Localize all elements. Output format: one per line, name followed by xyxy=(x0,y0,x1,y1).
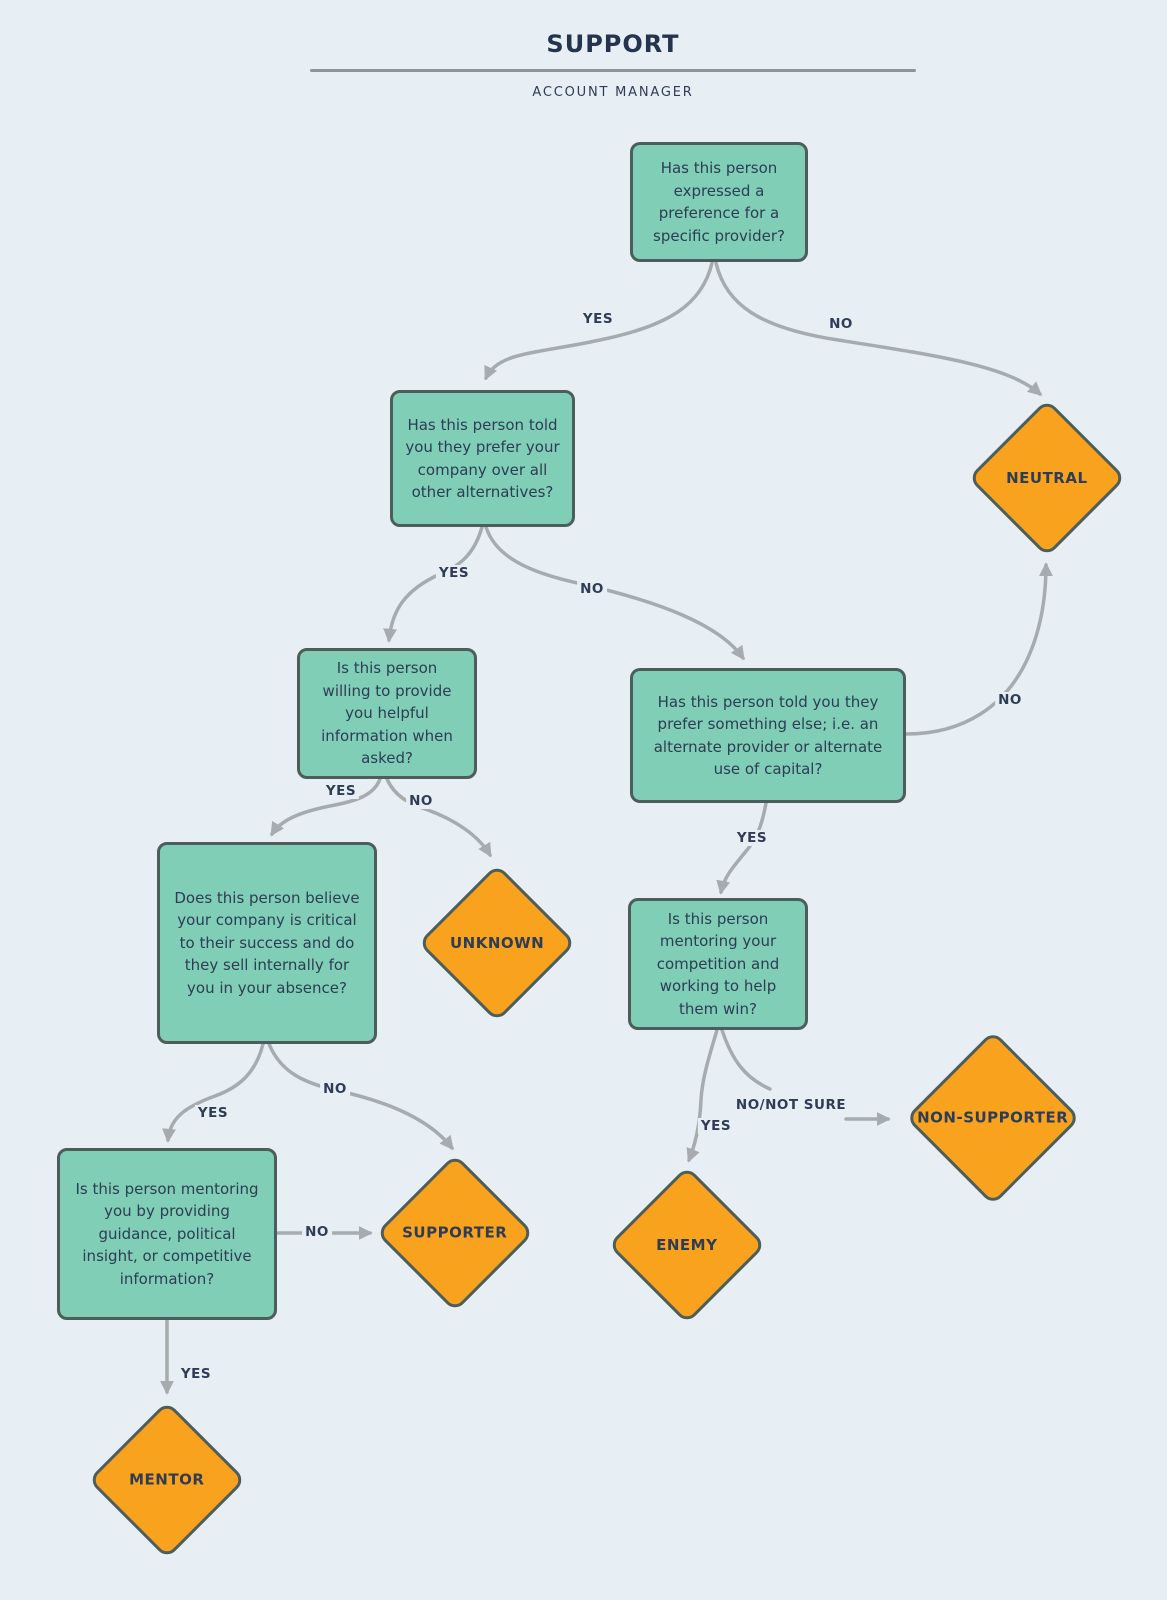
edge-prefer-else-yes-arrow xyxy=(716,801,768,895)
edge-helpful-info-no-arrow xyxy=(385,777,492,858)
question-node-mentoring-competition: Is this person mentoring your competitio… xyxy=(628,898,808,1030)
edge-label-preference-no: NO xyxy=(826,316,856,332)
question-node-helpful-info: Is this person willing to provide you he… xyxy=(297,648,477,779)
question-text: Does this person believe your company is… xyxy=(174,888,360,997)
edge-preference-yes-arrow xyxy=(484,261,714,381)
chart-header: SUPPORT ACCOUNT MANAGER xyxy=(310,30,916,100)
edge-prefer-else-no-arrow xyxy=(904,562,1053,736)
edge-label-critical-success-no: NO xyxy=(320,1081,350,1097)
question-text: Is this person mentoring your competitio… xyxy=(656,909,780,1018)
edge-mentoring-competition-no-curve xyxy=(720,1028,772,1091)
edge-label-prefer-company-no: NO xyxy=(577,581,607,597)
edge-helpful-info-yes-arrow xyxy=(270,777,382,837)
edge-label-prefer-else-yes: YES xyxy=(733,830,771,846)
edge-label-mentoring-you-no: NO xyxy=(302,1224,332,1240)
question-node-preference: Has this person expressed a preference f… xyxy=(630,142,808,262)
title-divider xyxy=(310,69,916,72)
edge-label-prefer-company-yes: YES xyxy=(435,565,473,581)
edge-label-mentoring-competition-yes: YES xyxy=(697,1118,735,1134)
edge-critical-success-no-arrow xyxy=(267,1042,454,1151)
outcome-label: ENEMY xyxy=(656,1236,718,1254)
question-node-critical-success: Does this person believe your company is… xyxy=(157,842,377,1044)
edge-prefer-company-no-arrow xyxy=(484,525,745,661)
outcome-label: SUPPORTER xyxy=(402,1223,508,1242)
page-title: SUPPORT xyxy=(546,30,680,58)
edge-label-helpful-info-no: NO xyxy=(406,793,436,809)
edge-critical-success-yes-arrow xyxy=(162,1042,265,1143)
outcome-label: NEUTRAL xyxy=(1006,469,1088,487)
edge-mentoring-competition-yes-arrow xyxy=(686,1028,719,1163)
edge-label-mentoring-competition-no: NO/NOT SURE xyxy=(732,1097,850,1113)
question-text: Is this person mentoring you by providin… xyxy=(75,1179,259,1288)
question-node-prefer-else: Has this person told you they prefer som… xyxy=(630,668,906,803)
edge-label-helpful-info-yes: YES xyxy=(322,783,360,799)
question-node-prefer-company: Has this person told you they prefer you… xyxy=(390,390,575,527)
question-node-mentoring-you: Is this person mentoring you by providin… xyxy=(57,1148,277,1320)
question-text: Has this person told you they prefer som… xyxy=(653,692,883,779)
outcome-label: MENTOR xyxy=(129,1470,205,1489)
question-text: Has this person told you they prefer you… xyxy=(405,415,560,502)
outcome-label: UNKNOWN xyxy=(449,933,545,952)
page-subtitle: ACCOUNT MANAGER xyxy=(532,85,694,100)
edge-label-mentoring-you-yes: YES xyxy=(177,1366,215,1382)
question-text: Is this person willing to provide you he… xyxy=(321,659,453,768)
outcome-label: NON-SUPPORTER xyxy=(917,1109,1069,1127)
edge-label-preference-yes: YES xyxy=(579,311,617,327)
edge-label-prefer-else-no: NO xyxy=(995,692,1025,708)
question-text: Has this person expressed a preference f… xyxy=(653,159,785,245)
edge-label-critical-success-yes: YES xyxy=(194,1105,232,1121)
edge-preference-no-arrow xyxy=(714,261,1043,396)
edge-prefer-company-yes-arrow xyxy=(383,525,484,643)
